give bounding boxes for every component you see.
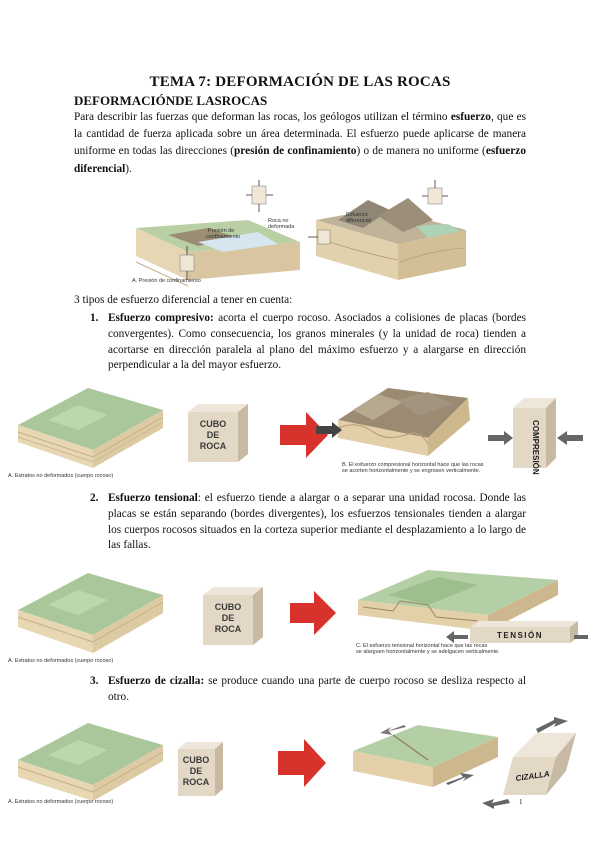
shear-box: CIZALLA <box>482 717 576 809</box>
list-item-text: : el esfuerzo tiende a alargar o a separ… <box>108 492 526 552</box>
caption-presion-confinamiento: A. Presión de confinamiento <box>132 278 201 284</box>
cube-label-2: DE <box>222 613 235 623</box>
caption-a: A. Estratos no deformados (cuerpo rocoso… <box>8 658 113 664</box>
cube-label-3: ROCA <box>215 624 242 634</box>
label-presion-1: Presión de <box>208 228 234 234</box>
figure-compression: A. Estratos no deformados (cuerpo rocoso… <box>8 388 583 479</box>
intro-text-4: ). <box>125 162 132 175</box>
rock-cube: CUBO DE ROCA <box>188 404 248 462</box>
intro-text-2: , que es la cantidad de fuerza aplicada … <box>74 111 526 158</box>
list-item-heading: Esfuerzo compresivo: <box>108 312 214 324</box>
list-item-compresivo: 1. Esfuerzo compresivo: acorta el cuerpo… <box>90 311 526 374</box>
rock-cube: CUBO DE ROCA <box>178 742 223 796</box>
term-esfuerzo-diferencial: esfuerzo diferencial <box>74 145 526 175</box>
list-item-heading: Esfuerzo de cizalla: <box>108 675 205 687</box>
cube-label-1: CUBO <box>183 755 210 765</box>
tension-caption-1: C. El esfuerzo tensional horizontal hace… <box>356 643 487 649</box>
compression-cube: COMPRESIÓN <box>488 398 583 475</box>
list-intro: 3 tipos de esfuerzo diferencial a tener … <box>74 294 293 306</box>
compressed-strata-block: B. El esfuerzo compresional horizontal h… <box>316 388 484 474</box>
intro-text-1: Para describir las fuerzas que deforman … <box>74 111 451 123</box>
rock-cube: CUBO DE ROCA <box>203 587 263 645</box>
list-item-heading: Esfuerzo tensional <box>108 492 198 504</box>
cube-label-2: DE <box>207 430 220 440</box>
list-item-cizalla: 3. Esfuerzo de cizalla: se produce cuand… <box>90 674 526 706</box>
tension-bar: TENSIÓN <box>446 621 588 643</box>
page-title: TEMA 7: DEFORMACIÓN DE LAS ROCAS <box>149 74 451 90</box>
list-item-tensional: 2. Esfuerzo tensional: el esfuerzo tiend… <box>90 491 526 554</box>
list-item-text: acorta el cuerpo rocoso. Asociados a col… <box>108 312 526 372</box>
undeformed-strata-block: A. Estratos no deformados (cuerpo rocoso… <box>8 388 164 479</box>
intro-text-3: ) o de manera no uniforme ( <box>356 145 486 158</box>
intro-paragraph: Para describir las fuerzas que deforman … <box>74 109 526 178</box>
label-esfuerzo-2: diferencial <box>346 218 371 224</box>
red-arrow <box>280 412 328 458</box>
term-esfuerzo: esfuerzo <box>450 111 491 123</box>
list-item-text: se produce cuando una parte de cuerpo ro… <box>108 675 526 703</box>
label-roca-1: Roca no <box>268 218 289 224</box>
caption-a: A. Estratos no deformados (cuerpo rocoso… <box>8 799 113 805</box>
cube-label-3: ROCA <box>200 441 227 451</box>
list-number: 1. <box>90 312 99 324</box>
undeformed-strata-block: A. Estratos no deformados (cuerpo rocoso… <box>8 723 164 805</box>
extended-strata-block: C. El esfuerzo tensional horizontal hace… <box>356 570 558 655</box>
undeformed-strata-block: A. Estratos no deformados (cuerpo rocoso… <box>8 573 164 664</box>
page-number: 1 <box>519 798 523 806</box>
term-presion-confinamiento: presión de confinamiento <box>234 145 357 158</box>
red-arrow <box>278 739 326 787</box>
list-number: 2. <box>90 492 99 504</box>
label-presion-2: confinamiento <box>206 234 240 240</box>
figure-confinement-vs-differential: Presión de confinamiento Roca no deforma… <box>132 180 466 287</box>
cube-label-3: ROCA <box>183 777 210 787</box>
label-esfuerzo-1: Esfuerzo <box>346 212 368 218</box>
tension-label: TENSIÓN <box>497 631 543 640</box>
figure-tension: A. Estratos no deformados (cuerpo rocoso… <box>8 570 588 664</box>
section-heading: DEFORMACIÓNDE LASROCAS <box>74 93 268 108</box>
sheared-strata-block <box>353 725 498 787</box>
label-roca-2: deformada <box>268 224 295 230</box>
list-number: 3. <box>90 675 99 687</box>
tension-caption-2: se alarguen horizontalmente y se adelgac… <box>356 649 500 655</box>
red-arrow <box>290 591 336 635</box>
cube-label-1: CUBO <box>200 419 227 429</box>
cube-label-1: CUBO <box>215 602 242 612</box>
figure-shear: A. Estratos no deformados (cuerpo rocoso… <box>8 717 576 809</box>
compression-caption-1: B. El esfuerzo compresional horizontal h… <box>342 462 484 468</box>
confinement-block-illustration: Presión de confinamiento Roca no deforma… <box>132 180 300 287</box>
caption-a: A. Estratos no deformados (cuerpo rocoso… <box>8 473 113 479</box>
differential-stress-block-illustration: Esfuerzo diferencial <box>308 180 466 280</box>
compression-label: COMPRESIÓN <box>531 420 540 475</box>
compression-caption-2: se acorten horizontalmente y se engrosen… <box>342 468 481 474</box>
cube-label-2: DE <box>190 766 203 776</box>
